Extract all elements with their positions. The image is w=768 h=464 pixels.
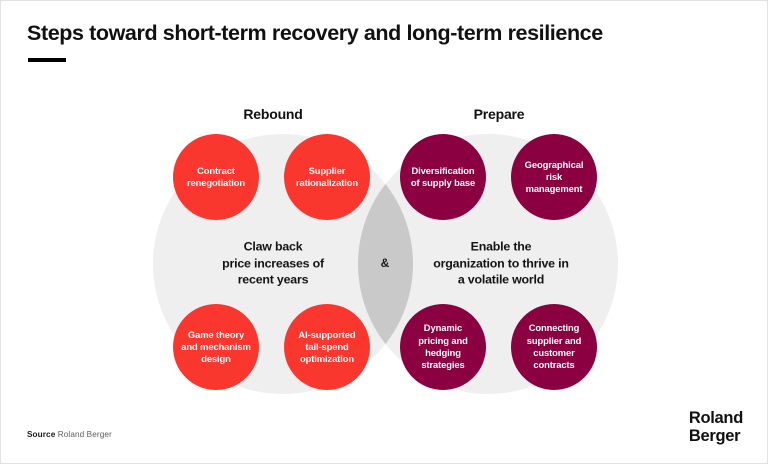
source-label: Source	[27, 430, 56, 439]
page-title: Steps toward short-term recovery and lon…	[27, 21, 603, 45]
title-underline-rule	[28, 58, 66, 62]
roland-berger-logo: Roland Berger	[688, 409, 743, 445]
ampersand-connector: &	[380, 256, 390, 270]
logo-line-2: Berger	[688, 426, 741, 445]
source-note: Source Roland Berger	[27, 430, 112, 439]
logo-line-1: Roland	[688, 409, 743, 427]
source-value: Roland Berger	[57, 430, 112, 439]
column-heading-prepare: Prepare	[473, 106, 525, 122]
column-heading-rebound: Rebound	[243, 106, 303, 122]
